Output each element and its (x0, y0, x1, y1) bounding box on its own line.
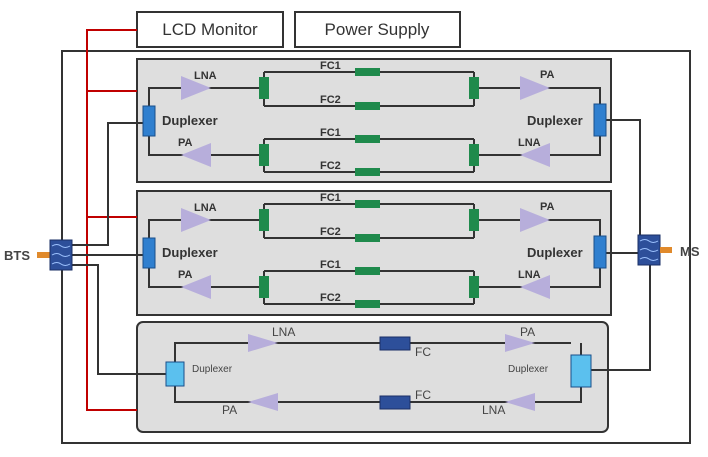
combiner-icon (469, 77, 479, 99)
pa-label: PA (540, 201, 555, 213)
power-supply-label: Power Supply (325, 20, 430, 39)
lna-label: LNA (518, 137, 541, 149)
pa-label: PA (540, 69, 555, 81)
filter-icon (355, 102, 380, 110)
duplexer-icon (593, 235, 607, 269)
lna-label: LNA (518, 269, 541, 281)
filter-icon (355, 267, 380, 275)
lna-label: LNA (194, 70, 217, 82)
duplexer-label: Duplexer (527, 245, 583, 260)
ms-port: MS (637, 234, 700, 266)
pa-amplifier-icon (520, 208, 550, 232)
splitter-icon (259, 144, 269, 166)
panel-2 (136, 190, 612, 316)
combiner-icon (469, 276, 479, 298)
monitor-lines (86, 29, 137, 411)
pa-label: PA (222, 403, 237, 417)
lna-label: LNA (272, 325, 295, 339)
lna-amplifier-icon (505, 393, 535, 411)
ms-label: MS (680, 244, 700, 259)
filter-icon (355, 68, 380, 76)
fc-label: FC (415, 388, 431, 402)
splitter-icon (259, 276, 269, 298)
fc1-label: FC1 (320, 259, 341, 271)
splitter-icon (259, 209, 269, 231)
lna-label: LNA (482, 403, 505, 417)
power-supply-box: Power Supply (294, 11, 461, 48)
pa-amplifier-icon (181, 275, 211, 299)
bts-wiring (72, 122, 166, 375)
filter-icon (355, 168, 380, 176)
bts-label: BTS (4, 248, 30, 263)
duplexer-label: Duplexer (162, 113, 218, 128)
duplexer-icon (570, 354, 592, 388)
filter-icon (355, 234, 380, 242)
panel-3 (136, 321, 609, 433)
bts-port: BTS (4, 239, 73, 271)
pa-amplifier-icon (248, 393, 278, 411)
ms-wiring (591, 119, 651, 371)
pa-label: PA (178, 269, 193, 281)
duplexer-icon (593, 103, 607, 137)
fc2-label: FC2 (320, 292, 341, 304)
fc-filter-icon (379, 336, 411, 351)
pa-amplifier-icon (520, 76, 550, 100)
fc1-label: FC1 (320, 192, 341, 204)
fc-label: FC (415, 345, 431, 359)
fc1-label: FC1 (320, 127, 341, 139)
fc2-label: FC2 (320, 94, 341, 106)
fc2-label: FC2 (320, 160, 341, 172)
combiner-icon (469, 144, 479, 166)
filter-icon (355, 200, 380, 208)
lna-amplifier-icon (181, 208, 211, 232)
panel-3-contents: LNA PA PA LNA FC FC Duplexer Duplexer (165, 325, 592, 417)
duplexer-label: Duplexer (508, 364, 549, 375)
duplexer-label: Duplexer (527, 113, 583, 128)
lna-amplifier-icon (520, 275, 550, 299)
filter-icon (355, 300, 380, 308)
lna-label: LNA (194, 202, 217, 214)
fc-filter-icon (379, 395, 411, 410)
lna-amplifier-icon (248, 334, 278, 352)
duplexer-icon (142, 237, 156, 269)
lna-amplifier-icon (181, 76, 211, 100)
duplexer-icon (165, 361, 185, 387)
fc2-label: FC2 (320, 226, 341, 238)
filter-icon (355, 135, 380, 143)
duplexer-label: Duplexer (192, 364, 233, 375)
duplexer-label: Duplexer (162, 245, 218, 260)
fc1-label: FC1 (320, 60, 341, 72)
combiner-icon (469, 209, 479, 231)
duplexer-icon (142, 105, 156, 137)
pa-amplifier-icon (505, 334, 535, 352)
lcd-monitor-box: LCD Monitor (136, 11, 284, 48)
lna-amplifier-icon (520, 143, 550, 167)
splitter-icon (259, 77, 269, 99)
pa-label: PA (520, 325, 535, 339)
pa-label: PA (178, 137, 193, 149)
pa-amplifier-icon (181, 143, 211, 167)
lcd-monitor-label: LCD Monitor (162, 20, 258, 39)
